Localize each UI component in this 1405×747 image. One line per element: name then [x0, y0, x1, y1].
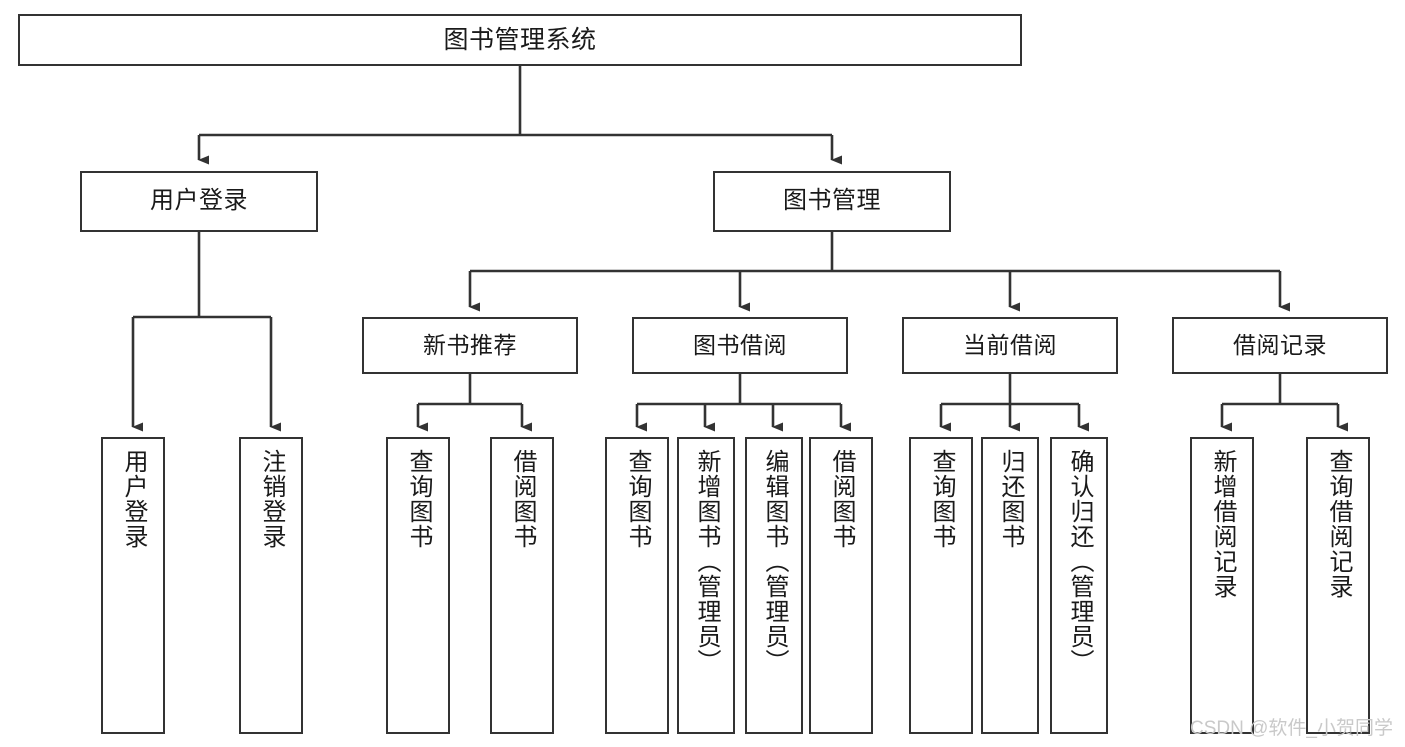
node-label: 借阅记录	[1233, 331, 1327, 358]
leaf-return-book[interactable]: 归还图书	[981, 437, 1039, 734]
node-label: 查询借阅记录	[1324, 449, 1352, 599]
node-user-login[interactable]: 用户登录	[80, 171, 318, 232]
leaf-add-borrow-record[interactable]: 新增借阅记录	[1190, 437, 1254, 734]
leaf-borrow-book-2[interactable]: 借阅图书	[809, 437, 873, 734]
leaf-borrow-book-1[interactable]: 借阅图书	[490, 437, 554, 734]
node-book-management-system[interactable]: 图书管理系统	[18, 14, 1022, 66]
csdn-watermark: CSDN @软件_小贺同学	[1190, 718, 1393, 739]
node-label: 归还图书	[996, 449, 1024, 549]
node-book-management[interactable]: 图书管理	[713, 171, 951, 232]
leaf-logout[interactable]: 注销登录	[239, 437, 303, 734]
node-label: 当前借阅	[963, 331, 1057, 358]
edge-group-borrow-record	[1220, 374, 1348, 432]
edge-group-book-borrow	[635, 374, 851, 432]
leaf-user-login[interactable]: 用户登录	[101, 437, 165, 734]
edge-group-current-borrow	[939, 374, 1089, 432]
node-borrowing-record[interactable]: 借阅记录	[1172, 317, 1388, 374]
edge-group-user-login	[131, 232, 281, 432]
node-label: 确认归还（管理员）	[1065, 449, 1093, 674]
node-label: 图书管理系统	[443, 26, 597, 54]
node-label: 图书借阅	[693, 331, 787, 358]
node-label: 编辑图书（管理员）	[760, 449, 788, 674]
node-label: 查询图书	[623, 449, 651, 549]
leaf-confirm-return[interactable]: 确认归还（管理员）	[1050, 437, 1108, 734]
edge-group-book-mgmt	[468, 232, 1290, 312]
node-label: 用户登录	[119, 449, 147, 549]
node-label: 新增借阅记录	[1208, 449, 1236, 599]
leaf-query-borrow-record[interactable]: 查询借阅记录	[1306, 437, 1370, 734]
node-label: 借阅图书	[827, 449, 855, 549]
edge-group-new-book-rec	[416, 374, 532, 432]
leaf-edit-book[interactable]: 编辑图书（管理员）	[745, 437, 803, 734]
leaf-add-book[interactable]: 新增图书（管理员）	[677, 437, 735, 734]
node-label: 新书推荐	[423, 331, 517, 358]
node-new-book-recommendation[interactable]: 新书推荐	[362, 317, 578, 374]
node-label: 借阅图书	[508, 449, 536, 549]
node-label: 图书管理	[783, 187, 881, 215]
node-current-borrowing[interactable]: 当前借阅	[902, 317, 1118, 374]
node-book-borrowing[interactable]: 图书借阅	[632, 317, 848, 374]
node-label: 新增图书（管理员）	[692, 449, 720, 674]
leaf-query-book-1[interactable]: 查询图书	[386, 437, 450, 734]
node-label: 查询图书	[404, 449, 432, 549]
leaf-query-book-3[interactable]: 查询图书	[909, 437, 973, 734]
leaf-query-book-2[interactable]: 查询图书	[605, 437, 669, 734]
node-label: 查询图书	[927, 449, 955, 549]
node-label: 用户登录	[150, 187, 248, 215]
edge-group-root	[197, 66, 842, 165]
node-label: 注销登录	[257, 449, 285, 549]
